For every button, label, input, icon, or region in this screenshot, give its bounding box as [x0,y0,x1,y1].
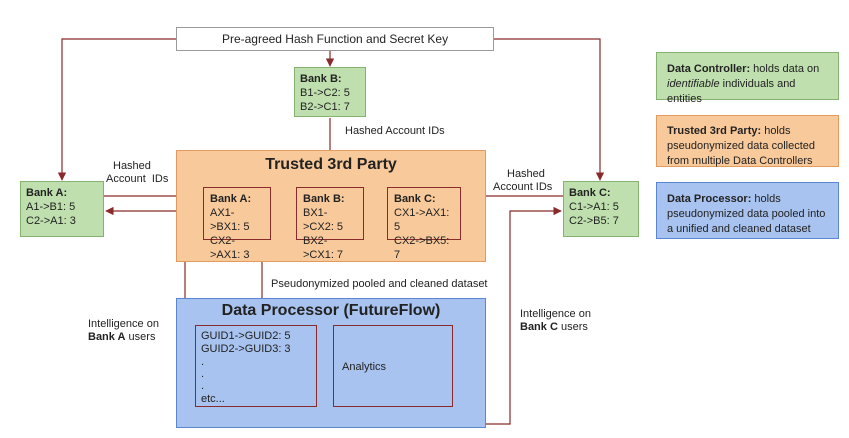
trusted-bank-b-title: Bank B: [303,193,345,205]
intel-bank-a-label: Intelligence on Bank A users [88,318,159,344]
bank-b-title: Bank B: [300,73,342,85]
trusted-bank-a-box: Bank A: AX1->BX1: 5 CX2->AX1: 3 [203,187,271,261]
hashed-ids-left-label-2: Account IDs [106,173,169,185]
legend-controller-italic: identifiable [667,78,720,90]
data-processor-box: Data Processor (FutureFlow) GUID1->GUID2… [176,298,486,428]
bank-a-title: Bank A: [26,187,68,199]
bank-a-row: C2->A1: 3 [26,215,76,227]
bank-c-row: C2->B5: 7 [569,215,619,227]
trusted-third-party-box: Trusted 3rd Party Bank A: AX1->BX1: 5 CX… [176,150,486,262]
trusted-bank-a-title: Bank A: [210,193,252,205]
bank-c-row: C1->A1: 5 [569,201,619,213]
data-processor-title: Data Processor (FutureFlow) [221,302,441,319]
bank-a-row: A1->B1: 5 [26,201,76,213]
legend-trusted-party: Trusted 3rd Party: holds pseudonymized d… [656,115,839,167]
legend-trusted-text: holds pseudonymized data collected from … [667,125,815,167]
dataset-row: GUID1->GUID2: 5 [201,330,291,342]
dataset-row: GUID2->GUID3: 3 [201,343,291,355]
pooled-dataset-label: Pseudonymized pooled and cleaned dataset [271,278,488,290]
legend-trusted-bold: Trusted 3rd Party: [667,125,762,137]
pooled-dataset-box: GUID1->GUID2: 5 GUID2->GUID3: 3 . . . et… [195,325,317,407]
intel-bank-a-bold: Bank A [88,331,126,343]
trusted-bank-b-row: BX1->CX2: 5 [303,207,344,233]
legend-processor-text: holds pseudonymized data pooled into a u… [667,193,826,235]
trusted-bank-a-row: CX2->AX1: 3 [210,235,250,261]
trusted-bank-c-row: CX1->AX1: 5 [394,207,450,233]
intel-bank-c-bold: Bank C [520,321,558,333]
intel-bank-a-line2: Bank A users [88,331,159,344]
legend-data-controller: Data Controller: holds data on identifia… [656,52,839,105]
intel-bank-c-rest: users [557,321,588,333]
dataset-row: etc... [201,393,225,405]
hash-key-box: Pre-agreed Hash Function and Secret Key [176,27,494,51]
legend-controller-text: holds data on [750,63,820,75]
intel-bank-a-rest: users [125,331,156,343]
trusted-bank-c-title: Bank C: [394,193,436,205]
legend-controller-text2: individuals and entities [667,78,796,105]
hashed-ids-right-label-1: Hashed [507,168,545,180]
analytics-box: Analytics [333,325,453,407]
intel-bank-c-line2: Bank C users [520,321,591,334]
legend-controller-bold: Data Controller: [667,63,751,75]
intel-bank-c-line1: Intelligence on [520,308,591,320]
dataset-row: . [201,368,205,380]
legend-processor-bold: Data Processor: [667,193,752,205]
hashed-ids-left-label-1: Hashed [113,160,151,172]
dataset-row: . [201,356,205,368]
bank-b-row: B1->C2: 5 [300,87,350,99]
trusted-bank-b-row: BX2->CX1: 7 [303,235,344,261]
bank-c-title: Bank C: [569,187,611,199]
legend-data-processor: Data Processor: holds pseudonymized data… [656,182,839,239]
bank-b-controller-box: Bank B: B1->C2: 5 B2->C1: 7 [294,67,366,117]
trusted-bank-a-row: AX1->BX1: 5 [210,207,250,233]
dataset-row: . [201,380,205,392]
trusted-bank-c-row: CX2->BX5: 7 [394,235,450,261]
intel-bank-c-label: Intelligence on Bank C users [520,308,591,334]
trusted-bank-b-box: Bank B: BX1->CX2: 5 BX2->CX1: 7 [296,187,364,261]
analytics-label: Analytics [342,361,387,373]
hashed-ids-right-label-2: Account IDs [493,181,553,193]
hashed-ids-top-label: Hashed Account IDs [345,125,445,137]
bank-c-controller-box: Bank C: C1->A1: 5 C2->B5: 7 [563,181,639,237]
trusted-third-party-title: Trusted 3rd Party [265,156,397,173]
hash-to-bank-a-line [57,38,176,181]
trusted-bank-c-box: Bank C: CX1->AX1: 5 CX2->BX5: 7 [387,187,461,261]
hash-to-bank-c-line [494,38,605,181]
hash-key-label: Pre-agreed Hash Function and Secret Key [221,32,449,46]
bank-a-controller-box: Bank A: A1->B1: 5 C2->A1: 3 [20,181,104,237]
bank-b-row: B2->C1: 7 [300,101,350,113]
intel-bank-a-line1: Intelligence on [88,318,159,330]
